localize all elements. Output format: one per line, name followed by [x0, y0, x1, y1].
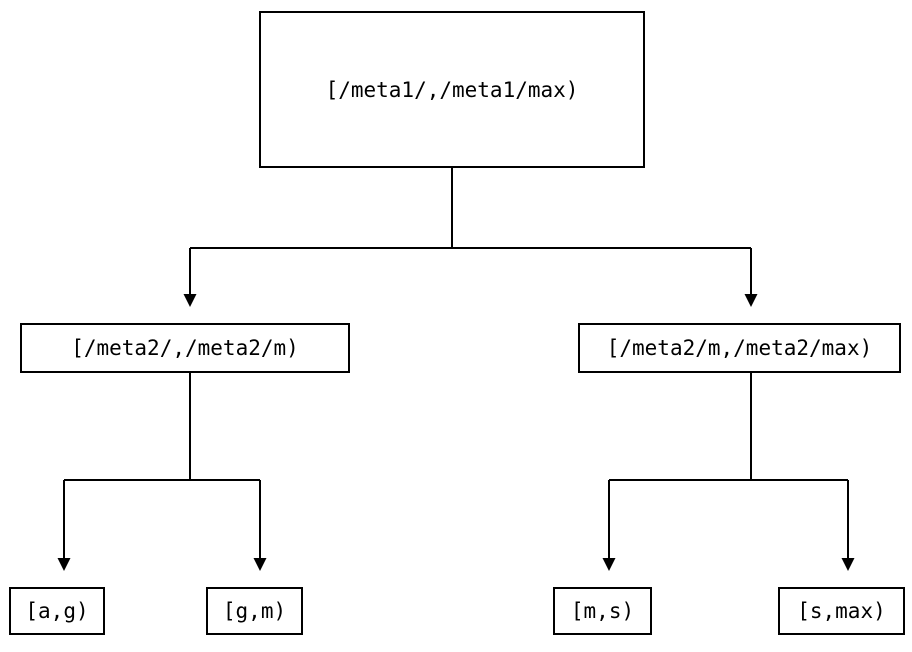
node-leaf-ms[interactable]: [m,s): [553, 587, 652, 635]
arrowhead-to-leaf-ms: [602, 558, 616, 571]
node-leaf-gm[interactable]: [g,m): [206, 587, 303, 635]
node-mid-left[interactable]: [/meta2/,/meta2/m): [20, 323, 350, 373]
arrowhead-to-leaf-ag: [57, 558, 71, 571]
node-leaf-ag[interactable]: [a,g): [9, 587, 105, 635]
node-leaf-ms-label: [m,s): [570, 599, 635, 623]
node-root-label: [/meta1/,/meta1/max): [325, 77, 579, 102]
node-leaf-gm-label: [g,m): [222, 599, 287, 623]
node-root[interactable]: [/meta1/,/meta1/max): [259, 11, 645, 168]
node-leaf-smax[interactable]: [s,max): [778, 587, 905, 635]
arrowhead-to-leaf-gm: [253, 558, 267, 571]
arrowhead-to-leaf-smax: [841, 558, 855, 571]
node-mid-right-label: [/meta2/m,/meta2/max): [606, 336, 873, 360]
node-leaf-ag-label: [a,g): [25, 599, 89, 623]
node-leaf-smax-label: [s,max): [797, 599, 886, 623]
arrowhead-to-mid-right: [744, 294, 758, 307]
node-mid-left-label: [/meta2/,/meta2/m): [71, 336, 299, 360]
arrowhead-to-mid-left: [183, 294, 197, 307]
node-mid-right[interactable]: [/meta2/m,/meta2/max): [578, 323, 901, 373]
